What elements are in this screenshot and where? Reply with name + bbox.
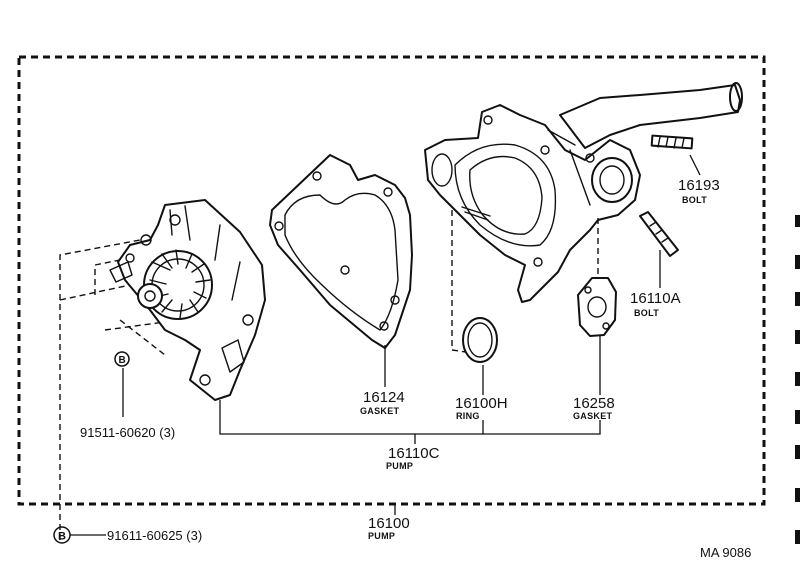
label-16110a: 16110A BOLT (630, 290, 681, 318)
label-16110c: 16110C PUMP (386, 445, 440, 471)
part-description: RING (456, 411, 480, 421)
part-number: 16110A (630, 290, 681, 307)
marker-letter: B (119, 355, 126, 366)
label-16100: 16100 PUMP (368, 515, 410, 541)
figure-code: MA 9086 (700, 545, 751, 560)
part-description: BOLT (682, 195, 707, 205)
label-16258: 16258 GASKET (573, 395, 615, 421)
part-number: 16100 (368, 515, 410, 532)
part-number: 16100H (455, 395, 508, 412)
label-16100h: 16100H RING (455, 395, 508, 421)
part-description: PUMP (368, 531, 395, 541)
label-91511: B 91511-60620 (3) (80, 351, 175, 440)
marker-circle (114, 351, 130, 367)
leader-lines (70, 154, 701, 536)
part-description: PUMP (386, 461, 413, 471)
part-number: 16193 (678, 177, 720, 194)
part-number: 16124 (363, 389, 405, 406)
scan-edge-marks (795, 215, 800, 544)
ring-16100h[interactable] (451, 210, 498, 363)
label-16124: 16124 GASKET (360, 389, 405, 416)
bolt-16193[interactable] (650, 134, 694, 150)
gasket-16124[interactable] (269, 154, 413, 349)
assembly-frame (17, 55, 766, 506)
part-number: 91611-60625 (3) (107, 528, 202, 543)
bolt-16110a[interactable] (639, 211, 679, 257)
part-number: 16110C (388, 445, 440, 462)
marker-letter: B (58, 531, 66, 543)
part-number: 91511-60620 (3) (80, 425, 175, 440)
part-description: BOLT (634, 308, 659, 318)
label-16193: 16193 BOLT (678, 177, 720, 205)
label-91611: B 91611-60625 (3) (53, 526, 202, 544)
part-description: GASKET (360, 406, 400, 416)
part-number: 16258 (573, 395, 615, 412)
part-description: GASKET (573, 411, 613, 421)
marker-circle (53, 526, 71, 544)
gasket-16258[interactable] (577, 218, 617, 337)
water-pump-body[interactable] (59, 199, 266, 540)
